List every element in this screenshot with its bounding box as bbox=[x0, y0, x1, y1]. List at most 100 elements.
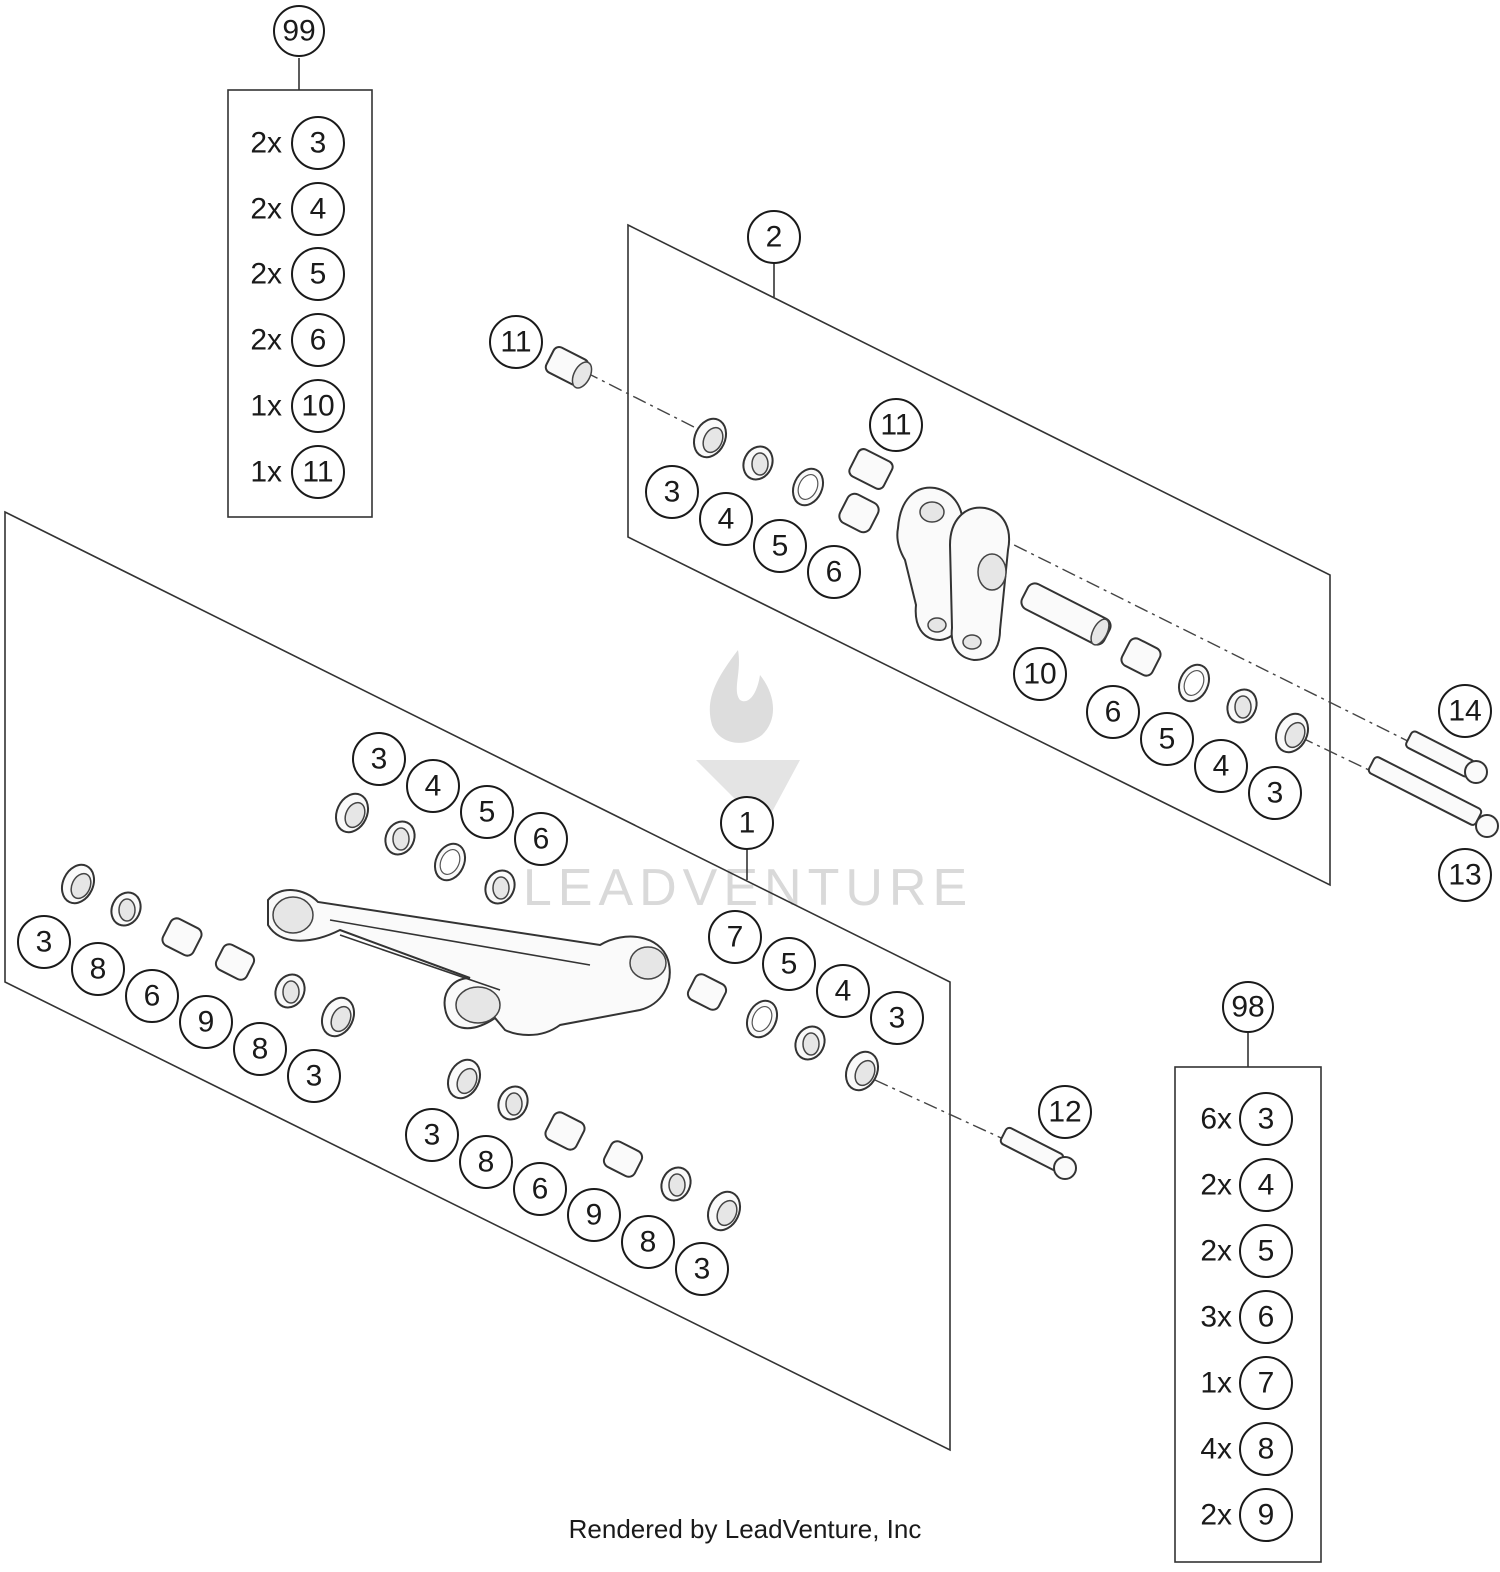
svg-text:4: 4 bbox=[718, 503, 735, 536]
kit-98-item[interactable]: 2x 9 bbox=[1200, 1488, 1293, 1542]
svg-text:11: 11 bbox=[500, 326, 531, 359]
svg-text:9: 9 bbox=[586, 1199, 603, 1232]
kit-99-item[interactable]: 1x 10 bbox=[250, 379, 345, 433]
svg-text:7: 7 bbox=[1258, 1367, 1275, 1400]
svg-text:5: 5 bbox=[1159, 723, 1176, 756]
svg-text:5: 5 bbox=[310, 258, 327, 291]
kit-99-callout[interactable]: 99 bbox=[273, 5, 325, 57]
svg-text:14: 14 bbox=[1448, 695, 1481, 728]
callout-pin-10[interactable]: 10 bbox=[1013, 647, 1067, 701]
upper-right-stack: 6 5 4 3 bbox=[1086, 685, 1302, 820]
svg-text:4: 4 bbox=[1213, 750, 1230, 783]
svg-text:4: 4 bbox=[310, 193, 327, 226]
callout-lower-left-stack-item[interactable]: 6 bbox=[125, 969, 179, 1023]
kit-99-item[interactable]: 2x 5 bbox=[250, 247, 345, 301]
bearing-part bbox=[742, 445, 774, 481]
callout-lower-left-stack-item[interactable]: 3 bbox=[17, 915, 71, 969]
callout-lower-top-stack-item[interactable]: 3 bbox=[352, 732, 406, 786]
assembly-2-panel bbox=[627, 223, 1331, 887]
callout-lower-right-stack-item[interactable]: 4 bbox=[816, 964, 870, 1018]
kit-99-items: 2x 3 2x 4 2x 5 2x 6 1x 10 1x 11 bbox=[250, 116, 345, 499]
svg-text:6: 6 bbox=[532, 1173, 549, 1206]
svg-text:6: 6 bbox=[826, 556, 843, 589]
callout-lower-bottom-stack-item[interactable]: 6 bbox=[513, 1162, 567, 1216]
kit-98-item[interactable]: 3x 6 bbox=[1200, 1290, 1293, 1344]
callout-lower-top-stack-item[interactable]: 4 bbox=[406, 759, 460, 813]
bushing-part bbox=[161, 917, 203, 957]
pin-part bbox=[1020, 582, 1112, 646]
seal-ring-part bbox=[334, 792, 370, 834]
callout-assembly-2[interactable]: 2 bbox=[747, 210, 801, 264]
callout-bushing-11-mid[interactable]: 11 bbox=[869, 398, 923, 452]
seal-ring-part bbox=[692, 417, 728, 459]
callout-lower-left-stack-item[interactable]: 8 bbox=[71, 942, 125, 996]
svg-text:3: 3 bbox=[306, 1060, 323, 1093]
callout-upper-right-stack-item[interactable]: 6 bbox=[1086, 685, 1140, 739]
svg-text:11: 11 bbox=[880, 409, 911, 442]
svg-text:2x: 2x bbox=[1200, 1235, 1232, 1268]
callout-upper-left-stack-item[interactable]: 5 bbox=[753, 519, 807, 573]
washer-part bbox=[791, 467, 825, 507]
bushing-part bbox=[214, 943, 256, 981]
svg-text:8: 8 bbox=[478, 1146, 495, 1179]
svg-text:8: 8 bbox=[252, 1033, 269, 1066]
callout-lower-bottom-stack-item[interactable]: 9 bbox=[567, 1188, 621, 1242]
kit-98-item[interactable]: 1x 7 bbox=[1200, 1356, 1293, 1410]
lower-bottom-stack: 3 8 6 9 8 3 bbox=[405, 1108, 729, 1296]
callout-lower-right-stack-item[interactable]: 7 bbox=[708, 910, 762, 964]
callout-upper-left-stack-item[interactable]: 3 bbox=[645, 465, 699, 519]
kit-98: 98 6x 3 2x 4 2x 5 3x 6 1x 7 bbox=[1174, 981, 1322, 1563]
kit-98-item[interactable]: 2x 4 bbox=[1200, 1158, 1293, 1212]
callout-bolt-13[interactable]: 13 bbox=[1438, 848, 1492, 902]
svg-text:3: 3 bbox=[694, 1253, 711, 1286]
kit-98-item[interactable]: 6x 3 bbox=[1200, 1092, 1293, 1146]
kit-99-item[interactable]: 1x 11 bbox=[250, 445, 345, 499]
kit-98-item[interactable]: 4x 8 bbox=[1200, 1422, 1293, 1476]
callout-lower-left-stack-item[interactable]: 3 bbox=[287, 1049, 341, 1103]
callout-bushing-11-left[interactable]: 11 bbox=[489, 315, 543, 369]
bushing-part bbox=[686, 973, 728, 1011]
svg-text:3: 3 bbox=[889, 1002, 906, 1035]
callout-upper-right-stack-item[interactable]: 4 bbox=[1194, 739, 1248, 793]
callout-lower-left-stack-item[interactable]: 8 bbox=[233, 1022, 287, 1076]
kit-99-item[interactable]: 2x 4 bbox=[250, 182, 345, 236]
kit-98-item[interactable]: 2x 5 bbox=[1200, 1224, 1293, 1278]
svg-text:13: 13 bbox=[1448, 859, 1481, 892]
callout-bolt-14[interactable]: 14 bbox=[1438, 684, 1492, 738]
callout-lower-left-stack-item[interactable]: 9 bbox=[179, 995, 233, 1049]
svg-text:3: 3 bbox=[36, 926, 53, 959]
svg-text:7: 7 bbox=[727, 921, 744, 954]
bearing-part bbox=[794, 1025, 826, 1061]
kit-99-item[interactable]: 2x 6 bbox=[250, 313, 345, 367]
callout-assembly-1[interactable]: 1 bbox=[720, 796, 774, 850]
svg-text:1x: 1x bbox=[1200, 1367, 1232, 1400]
linkage-lever-part bbox=[267, 889, 671, 1036]
svg-text:3: 3 bbox=[310, 127, 327, 160]
svg-text:8: 8 bbox=[640, 1226, 657, 1259]
svg-text:1: 1 bbox=[739, 807, 756, 840]
callout-lower-top-stack-item[interactable]: 5 bbox=[460, 785, 514, 839]
callout-upper-left-stack-item[interactable]: 4 bbox=[699, 492, 753, 546]
callout-lower-right-stack-item[interactable]: 3 bbox=[870, 991, 924, 1045]
svg-text:6x: 6x bbox=[1200, 1103, 1232, 1136]
callout-lower-bottom-stack-item[interactable]: 8 bbox=[459, 1135, 513, 1189]
svg-text:9: 9 bbox=[198, 1006, 215, 1039]
callout-upper-left-stack-item[interactable]: 6 bbox=[807, 545, 861, 599]
callout-lower-top-stack-item[interactable]: 6 bbox=[514, 812, 568, 866]
callout-upper-right-stack-item[interactable]: 3 bbox=[1248, 766, 1302, 820]
bolt-part bbox=[1367, 756, 1499, 838]
bearing-part bbox=[497, 1085, 529, 1121]
callout-lower-right-stack-item[interactable]: 5 bbox=[762, 937, 816, 991]
callout-lower-bottom-stack-item[interactable]: 3 bbox=[675, 1242, 729, 1296]
callout-lower-bottom-stack-item[interactable]: 8 bbox=[621, 1215, 675, 1269]
callout-lower-bottom-stack-item[interactable]: 3 bbox=[405, 1108, 459, 1162]
callout-upper-right-stack-item[interactable]: 5 bbox=[1140, 712, 1194, 766]
seal-ring-part bbox=[706, 1190, 742, 1232]
svg-text:4: 4 bbox=[1258, 1169, 1275, 1202]
bearing-part bbox=[274, 973, 306, 1009]
washer-part bbox=[433, 842, 467, 882]
callout-bolt-12[interactable]: 12 bbox=[1038, 1085, 1092, 1139]
kit-99-box bbox=[227, 89, 373, 518]
kit-99-item[interactable]: 2x 3 bbox=[250, 116, 345, 170]
kit-98-callout[interactable]: 98 bbox=[1222, 981, 1274, 1033]
